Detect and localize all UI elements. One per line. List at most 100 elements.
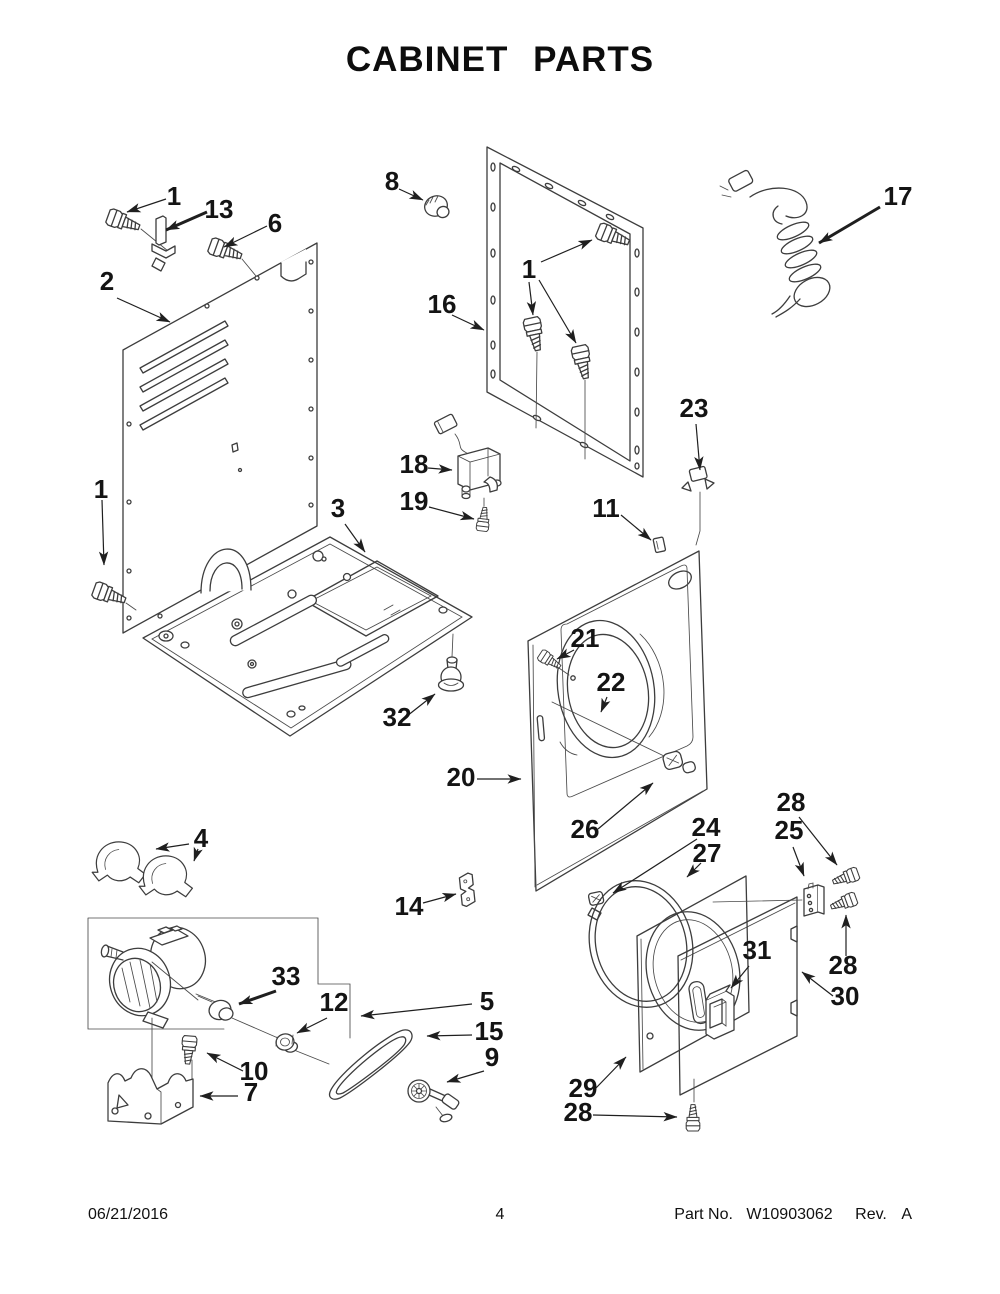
callout-29: 29 bbox=[569, 1056, 627, 1103]
screw-part-1-topleft bbox=[104, 207, 169, 252]
callout-label: 23 bbox=[680, 393, 709, 423]
callout-label: 9 bbox=[485, 1042, 499, 1072]
callout-label: 17 bbox=[884, 181, 913, 211]
callout-label: 5 bbox=[480, 986, 494, 1016]
callout-14: 14 bbox=[395, 891, 457, 921]
callout-label: 13 bbox=[205, 194, 234, 224]
callout-28-top: 28 bbox=[777, 787, 838, 866]
motor-bracket-part-7 bbox=[107, 1068, 194, 1125]
clamps-part-4 bbox=[91, 841, 194, 898]
callout-28-right: 28 bbox=[829, 914, 858, 980]
callout-8: 8 bbox=[385, 166, 424, 201]
callout-3: 3 bbox=[331, 493, 366, 553]
callout-label: 32 bbox=[383, 702, 412, 732]
callout-19: 19 bbox=[400, 486, 475, 521]
callout-label: 15 bbox=[475, 1016, 504, 1046]
callout-label: 20 bbox=[447, 762, 476, 792]
callout-5: 5 bbox=[360, 986, 494, 1020]
callout-label: 1 bbox=[94, 474, 108, 504]
callout-label: 31 bbox=[743, 935, 772, 965]
callout-label: 19 bbox=[400, 486, 429, 516]
callout-label: 8 bbox=[385, 166, 399, 196]
callout-label: 27 bbox=[693, 838, 722, 868]
callout-label: 28 bbox=[777, 787, 806, 817]
callout-15: 15 bbox=[426, 1016, 504, 1046]
callout-4: 4 bbox=[155, 823, 209, 862]
screw-part-6 bbox=[206, 236, 257, 277]
footer-page-number: 4 bbox=[495, 1206, 505, 1223]
screw-part-10 bbox=[179, 1034, 198, 1066]
callout-30: 30 bbox=[801, 971, 859, 1011]
door-handle-part-31 bbox=[705, 984, 735, 1040]
idler-pulley-part-9 bbox=[407, 1079, 460, 1123]
hinge-part-25 bbox=[712, 882, 825, 917]
callout-32: 32 bbox=[383, 693, 436, 732]
footer-revision-value: A bbox=[901, 1206, 912, 1223]
footer-date: 06/21/2016 bbox=[88, 1206, 169, 1223]
page-footer: 06/21/2016 4 Part No. W10903062 Rev. A bbox=[0, 1206, 1000, 1228]
callout-7: 7 bbox=[199, 1077, 258, 1107]
callout-label: 7 bbox=[244, 1077, 258, 1107]
callout-23: 23 bbox=[680, 393, 709, 471]
clip-part-26 bbox=[662, 750, 696, 774]
footer-part-label: Part No. bbox=[674, 1206, 733, 1223]
callout-18: 18 bbox=[400, 449, 453, 479]
bracket-part-13 bbox=[151, 215, 176, 272]
callout-label: 28 bbox=[564, 1097, 593, 1127]
callout-12: 12 bbox=[296, 987, 349, 1034]
callout-label: 33 bbox=[272, 961, 301, 991]
callout-10: 10 bbox=[206, 1052, 269, 1086]
callout-label: 14 bbox=[395, 891, 424, 921]
callout-label: 22 bbox=[597, 667, 626, 697]
callout-20: 20 bbox=[447, 762, 522, 792]
callout-label: 10 bbox=[240, 1056, 269, 1086]
callout-24: 24 bbox=[612, 812, 721, 894]
callout-label: 12 bbox=[320, 987, 349, 1017]
callout-label: 21 bbox=[571, 623, 600, 653]
callout-1-topleft: 1 bbox=[126, 181, 181, 213]
base-panel-part-3 bbox=[142, 536, 473, 737]
leveler-foot-part-32 bbox=[437, 656, 465, 692]
clip-part-11 bbox=[652, 536, 667, 554]
pulley-part-33 bbox=[197, 995, 330, 1065]
callout-label: 1 bbox=[522, 254, 536, 284]
footer-revision-label: Rev. bbox=[855, 1206, 887, 1223]
callout-26: 26 bbox=[571, 782, 654, 844]
callout-28-bottom: 28 bbox=[564, 1097, 678, 1127]
callout-label: 4 bbox=[194, 823, 209, 853]
callout-25: 25 bbox=[775, 815, 805, 877]
callout-label: 25 bbox=[775, 815, 804, 845]
callout-11: 11 bbox=[592, 493, 652, 541]
callout-1-frame: 1 bbox=[522, 239, 593, 344]
callout-17: 17 bbox=[818, 181, 913, 245]
footer-part-info: Part No. W10903062 Rev. A bbox=[674, 1206, 912, 1224]
screw-part-21 bbox=[536, 648, 570, 676]
callout-21: 21 bbox=[556, 623, 600, 660]
clip-part-23 bbox=[681, 465, 715, 546]
callout-label: 26 bbox=[571, 814, 600, 844]
callout-label: 3 bbox=[331, 493, 345, 523]
callout-label: 28 bbox=[829, 950, 858, 980]
rear-panel-part-2 bbox=[122, 242, 318, 634]
callout-9: 9 bbox=[446, 1042, 499, 1083]
callout-27: 27 bbox=[686, 838, 722, 878]
callout-22: 22 bbox=[597, 667, 626, 713]
callout-label: 2 bbox=[100, 266, 114, 296]
callout-31: 31 bbox=[730, 935, 772, 989]
screw-part-19 bbox=[475, 506, 492, 533]
callout-label: 18 bbox=[400, 449, 429, 479]
callout-label: 1 bbox=[167, 181, 181, 211]
rear-frame-part-16 bbox=[486, 146, 644, 478]
screw-part-1-left bbox=[90, 580, 137, 611]
callout-label: 24 bbox=[692, 812, 721, 842]
callout-16: 16 bbox=[428, 289, 485, 331]
footer-part-number: W10903062 bbox=[746, 1206, 833, 1223]
callout-33: 33 bbox=[238, 961, 301, 1006]
page-title: CABINET PARTS bbox=[345, 40, 655, 79]
nut-part-12 bbox=[275, 1033, 299, 1053]
door-switch-part-18 bbox=[433, 413, 502, 507]
callout-2: 2 bbox=[100, 266, 171, 323]
callout-13: 13 bbox=[165, 194, 234, 232]
